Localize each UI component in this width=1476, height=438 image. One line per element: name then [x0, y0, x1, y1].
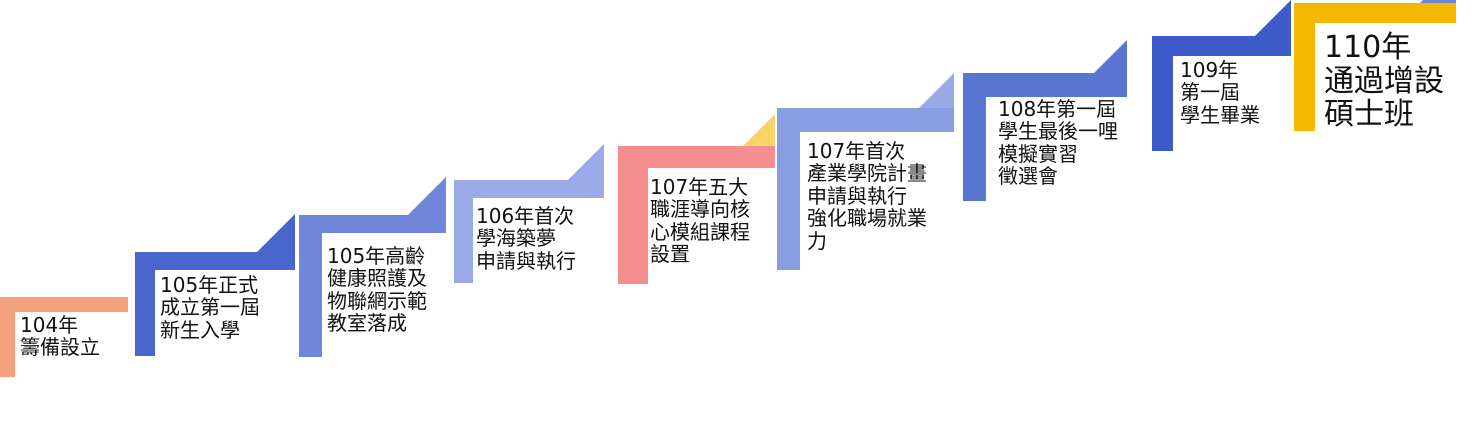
milestone-step: 109年 第一屆 學生畢業 — [1152, 0, 1291, 151]
milestone-step: 107年五大 職涯導向核 心模組課程 設置 — [618, 114, 775, 284]
step-side-bar — [299, 215, 322, 357]
step-arrow-corner — [408, 177, 446, 215]
milestone-label: 106年首次 學海築夢 申請與執行 — [476, 204, 576, 273]
milestone-label: 107年首次 產業學院計畫 申請與執行 強化職場就業 力 — [807, 139, 927, 253]
step-top-bar — [618, 146, 775, 168]
step-side-bar — [1294, 3, 1315, 131]
milestone-step: 105年高齡 健康照護及 物聯網示範 教室落成 — [299, 177, 446, 357]
step-top-bar — [135, 252, 295, 270]
milestone-step: 108年第一屆 學生最後一哩 模擬實習 徵選會 — [963, 40, 1127, 201]
step-side-bar — [0, 297, 15, 377]
step-top-bar — [0, 297, 128, 312]
step-top-bar — [1152, 36, 1291, 56]
step-top-bar — [777, 108, 954, 132]
step-side-bar — [777, 108, 800, 270]
step-top-bar — [963, 73, 1127, 97]
step-arrow-corner — [919, 73, 954, 108]
step-side-bar — [1152, 36, 1173, 151]
milestone-label: 104年 籌備設立 — [20, 313, 100, 360]
milestone-label: 108年第一屆 學生最後一哩 模擬實習 徵選會 — [998, 97, 1118, 189]
milestone-label: 107年五大 職涯導向核 心模組課程 設置 — [650, 175, 750, 267]
step-side-bar — [135, 252, 155, 356]
milestone-step: 107年首次 產業學院計畫 申請與執行 強化職場就業 力 — [777, 73, 954, 270]
step-arrow-corner — [1094, 40, 1127, 73]
step-top-bar — [1294, 3, 1456, 23]
step-top-bar — [299, 215, 446, 233]
step-side-bar — [618, 146, 648, 284]
milestone-label: 110年 通過增設 碩士班 — [1324, 30, 1444, 133]
step-side-bar — [963, 73, 986, 201]
step-arrow-corner — [743, 114, 775, 146]
milestone-step: 105年正式 成立第一屆 新生入學 — [135, 214, 295, 356]
step-arrow-corner — [257, 214, 295, 252]
milestone-step: 110年 通過增設 碩士班 — [1294, 0, 1456, 133]
milestone-step: 106年首次 學海築夢 申請與執行 — [454, 144, 604, 283]
step-top-bar — [454, 180, 604, 198]
milestone-label: 105年正式 成立第一屆 新生入學 — [160, 273, 260, 342]
milestone-label: 105年高齡 健康照護及 物聯網示範 教室落成 — [327, 244, 427, 336]
step-arrow-corner — [568, 144, 604, 180]
milestone-label: 109年 第一屆 學生畢業 — [1180, 58, 1260, 127]
step-arrow-corner — [1420, 0, 1456, 3]
milestone-step: 104年 籌備設立 — [0, 297, 128, 377]
step-side-bar — [454, 180, 473, 283]
step-arrow-corner — [1255, 0, 1291, 36]
